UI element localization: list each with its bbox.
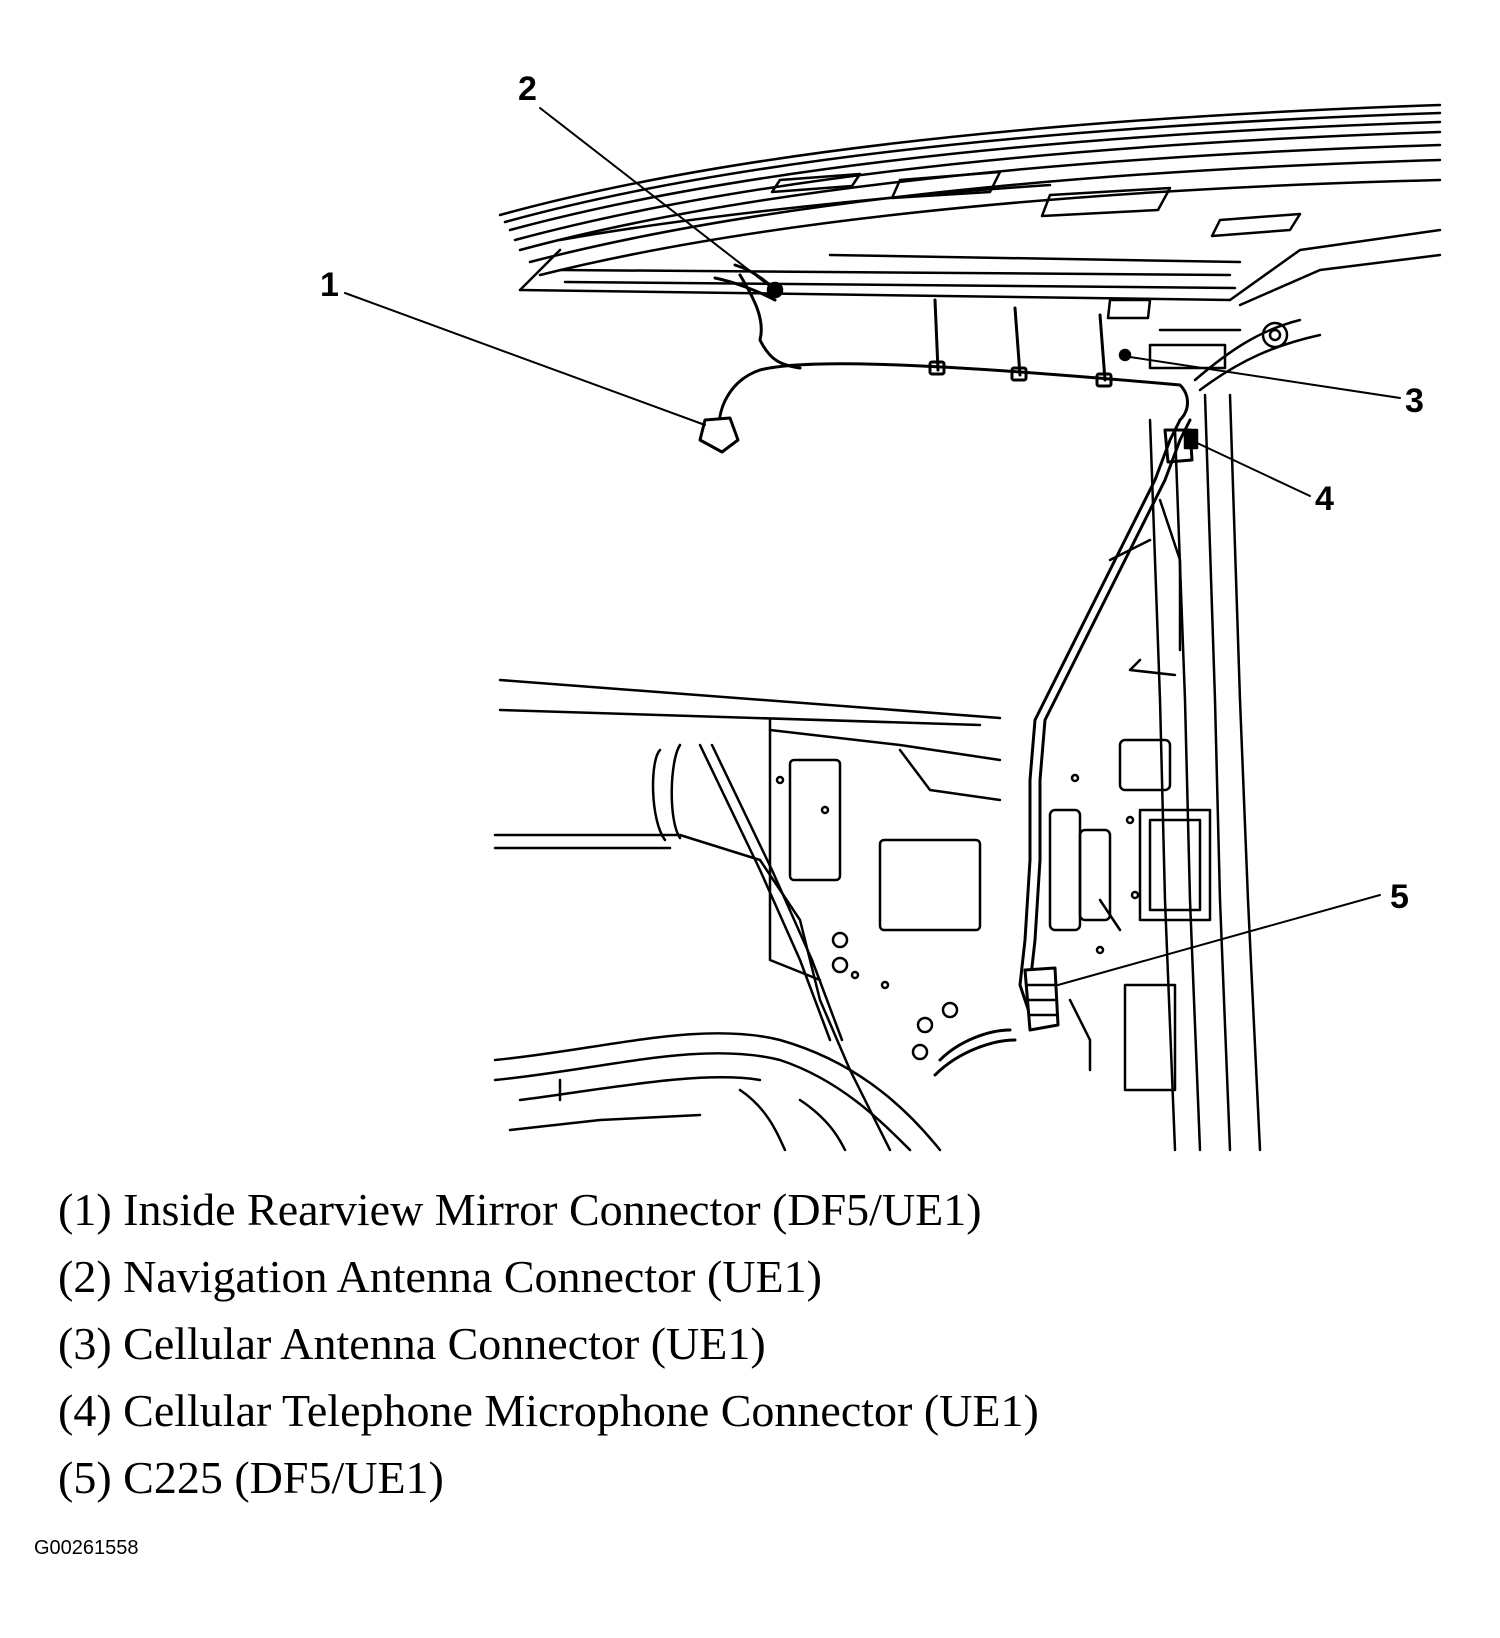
roof-panel bbox=[498, 103, 1442, 370]
leader-line-5 bbox=[1057, 894, 1381, 986]
harness-wire bbox=[713, 263, 1194, 1077]
leader-line-4 bbox=[1194, 441, 1311, 497]
connectors bbox=[698, 281, 1199, 1032]
legend-item-1: (1) Inside Rearview Mirror Connector (DF… bbox=[58, 1184, 982, 1235]
callout-number-4: 4 bbox=[1315, 480, 1334, 518]
nav-antenna-connector-shape bbox=[766, 281, 784, 299]
leader-line-3 bbox=[1129, 356, 1401, 399]
microphone-connector-shape bbox=[1183, 428, 1199, 450]
figure-id: G00261558 bbox=[34, 1537, 139, 1559]
leader-line-1 bbox=[344, 292, 706, 426]
legend-item-3: (3) Cellular Antenna Connector (UE1) bbox=[58, 1318, 766, 1369]
instrument-panel bbox=[493, 678, 1212, 1152]
wiring-harness-illustration bbox=[344, 103, 1442, 1152]
a-pillar bbox=[1108, 318, 1322, 1152]
callout-number-2: 2 bbox=[518, 70, 537, 108]
legend-item-4: (4) Cellular Telephone Microphone Connec… bbox=[58, 1385, 1039, 1436]
callout-number-5: 5 bbox=[1390, 878, 1409, 916]
callout-number-3: 3 bbox=[1405, 382, 1424, 420]
callout-legend: (1) Inside Rearview Mirror Connector (DF… bbox=[58, 1176, 1039, 1511]
leader-line-2 bbox=[539, 107, 773, 289]
mirror-connector-shape bbox=[698, 416, 740, 454]
leader-lines bbox=[344, 107, 1401, 986]
cellular-antenna-connector-shape bbox=[1118, 348, 1132, 362]
callout-number-1: 1 bbox=[320, 266, 339, 304]
legend-item-5: (5) C225 (DF5/UE1) bbox=[58, 1452, 444, 1503]
legend-item-2: (2) Navigation Antenna Connector (UE1) bbox=[58, 1251, 822, 1302]
